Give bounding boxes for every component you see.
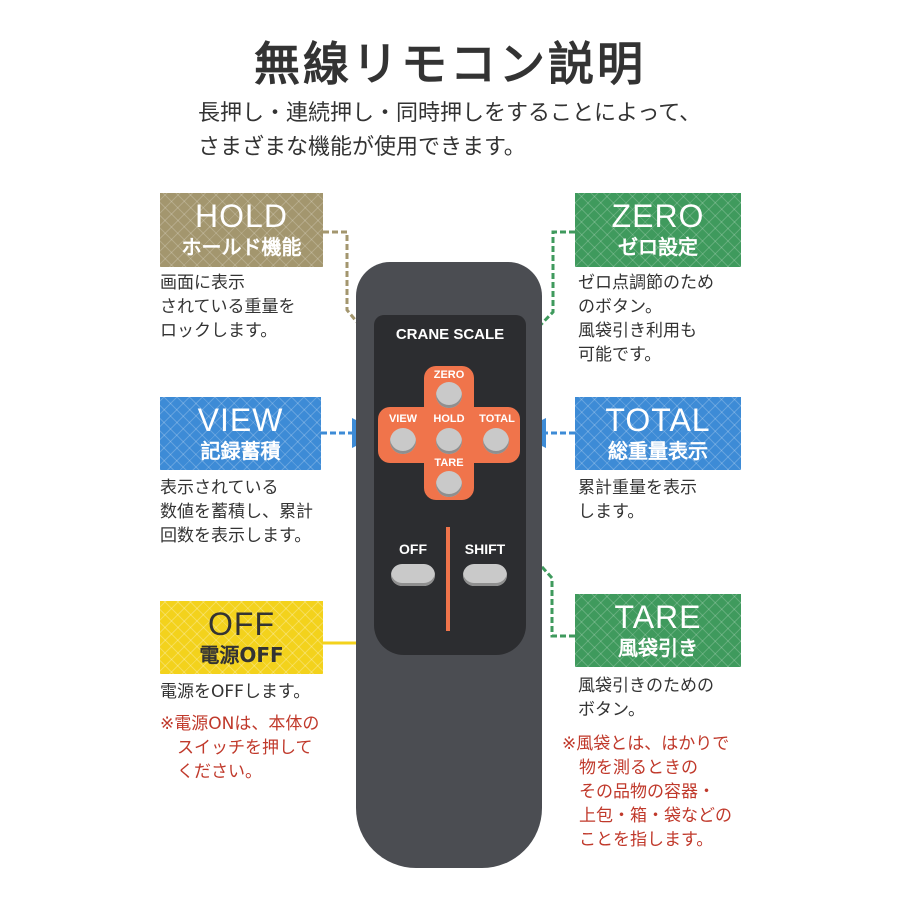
desc-line: します。 xyxy=(578,502,645,522)
desc-line: 累計重量を表示 xyxy=(578,478,697,498)
desc-line: 数値を蓄積し、累計 xyxy=(160,502,313,522)
tare-subtitle: 風袋引き xyxy=(618,636,698,660)
hold-label-box: HOLD ホールド機能 xyxy=(160,193,323,267)
zero-subtitle: ゼロ設定 xyxy=(618,235,698,259)
note-line: ください。 xyxy=(177,762,262,782)
note-line: その品物の容器・ xyxy=(579,782,715,802)
tare-button[interactable] xyxy=(436,471,462,497)
note-line: スイッチを押して xyxy=(177,738,313,758)
note-line: ※風袋とは、はかりで xyxy=(562,734,730,754)
desc-line: ロックします。 xyxy=(160,321,278,341)
subtitle-line: 長押し・連続押し・同時押しをすることによって、 xyxy=(198,101,702,126)
off-label-box: OFF 電源OFF xyxy=(160,601,323,674)
note-line: ことを指します。 xyxy=(579,830,714,850)
off-button[interactable] xyxy=(391,564,435,586)
tare-button-label: TARE xyxy=(434,457,464,469)
off-description: 電源をOFFします。 xyxy=(160,680,310,704)
note-line: 物を測るときの xyxy=(579,758,698,778)
page-title: 無線リモコン説明 xyxy=(254,37,646,91)
note-line: ※電源ONは、本体の xyxy=(160,714,320,734)
total-label-box: TOTAL 総重量表示 xyxy=(575,397,741,470)
tare-note: ※風袋とは、はかりで 物を測るときの その品物の容器・ 上包・箱・袋などの こと… xyxy=(562,732,732,852)
zero-button[interactable] xyxy=(436,382,462,408)
view-button[interactable] xyxy=(390,428,416,454)
total-button[interactable] xyxy=(483,428,509,454)
view-description: 表示されている 数値を蓄積し、累計 回数を表示します。 xyxy=(160,476,313,548)
desc-line: ボタン。 xyxy=(578,700,645,720)
desc-line: 表示されている xyxy=(160,478,279,498)
subtitle-line: さまざまな機能が使用できます。 xyxy=(198,135,526,160)
desc-line: 風袋引き利用も xyxy=(578,321,697,341)
zero-description: ゼロ点調節のため のボタン。 風袋引き利用も 可能です。 xyxy=(578,271,714,367)
view-label-box: VIEW 記録蓄積 xyxy=(160,397,321,470)
remote-brand: CRANE SCALE xyxy=(395,326,505,343)
desc-line: ゼロ点調節のため xyxy=(578,273,714,293)
hold-button[interactable] xyxy=(436,428,462,454)
off-button-label: OFF xyxy=(399,541,427,557)
hold-title: HOLD xyxy=(195,198,288,234)
tare-label-box: TARE 風袋引き xyxy=(575,594,741,667)
tare-title: TARE xyxy=(614,599,702,635)
hold-button-label: HOLD xyxy=(433,413,465,425)
total-subtitle: 総重量表示 xyxy=(608,439,708,463)
view-title: VIEW xyxy=(197,402,284,438)
desc-line: 電源をOFFします。 xyxy=(160,682,311,702)
total-title: TOTAL xyxy=(605,402,711,438)
shift-button[interactable] xyxy=(463,564,507,586)
off-subtitle: 電源OFF xyxy=(199,643,284,667)
zero-label-box: ZERO ゼロ設定 xyxy=(575,193,741,267)
view-button-label: VIEW xyxy=(388,413,418,425)
zero-title: ZERO xyxy=(611,198,705,234)
total-button-label: TOTAL xyxy=(479,413,515,425)
off-title: OFF xyxy=(208,606,275,642)
desc-line: 風袋引きのための xyxy=(578,676,714,696)
hold-description: 画面に表示 されている重量を ロックします。 xyxy=(160,271,296,343)
zero-button-label: ZERO xyxy=(433,369,465,381)
note-line: 上包・箱・袋などの xyxy=(579,806,732,826)
subtitle: 長押し・連続押し・同時押しをすることによって、 さまざまな機能が使用できます。 xyxy=(198,97,701,165)
total-description: 累計重量を表示 します。 xyxy=(578,476,697,524)
view-subtitle: 記録蓄積 xyxy=(200,439,281,463)
remote-divider xyxy=(446,527,450,631)
desc-line: のボタン。 xyxy=(578,297,662,317)
hold-subtitle: ホールド機能 xyxy=(181,235,302,259)
desc-line: 回数を表示します。 xyxy=(160,526,312,546)
desc-line: 可能です。 xyxy=(578,345,662,365)
shift-button-label: SHIFT xyxy=(464,541,506,557)
tare-description: 風袋引きのための ボタン。 xyxy=(578,674,714,722)
desc-line: されている重量を xyxy=(160,297,296,317)
off-note: ※電源ONは、本体の スイッチを押して ください。 xyxy=(160,712,319,784)
desc-line: 画面に表示 xyxy=(160,273,245,293)
